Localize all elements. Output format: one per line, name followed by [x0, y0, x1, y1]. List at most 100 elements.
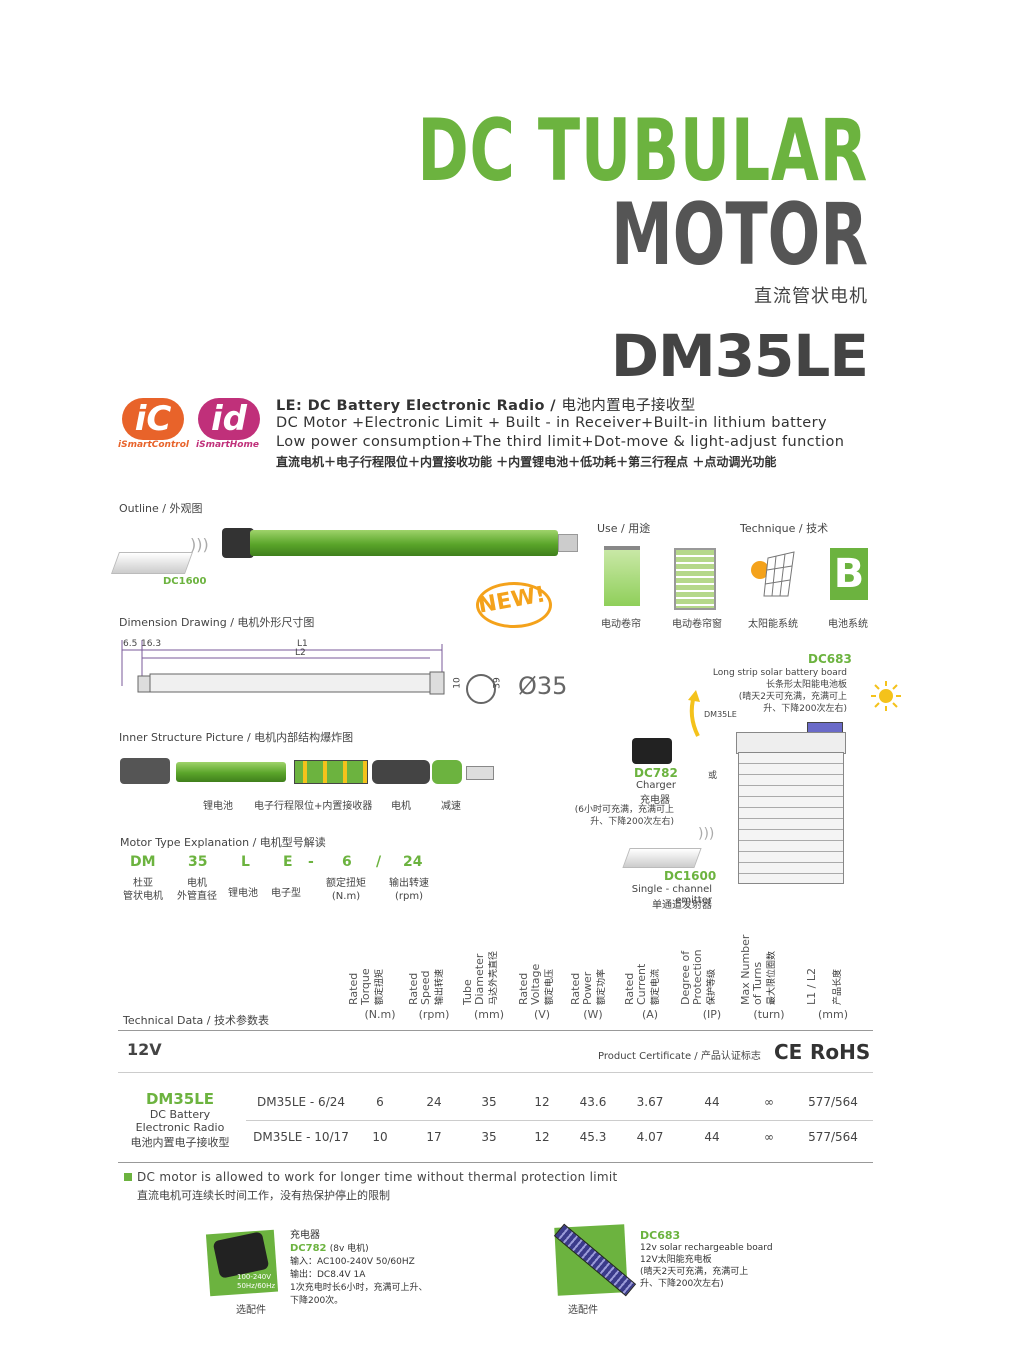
rule-top: [118, 1030, 873, 1031]
technique-label: Technique / 技术: [740, 522, 829, 535]
title-line1: DC TUBULAR: [417, 101, 868, 201]
tech-col-unit: (rpm): [418, 1008, 450, 1021]
part-reducer: 减速: [441, 801, 461, 812]
tech-col-unit: (N.m): [364, 1008, 396, 1021]
tech-col-unit: (IP): [702, 1008, 722, 1021]
note-en: DC motor is allowed to work for longer t…: [124, 1170, 617, 1184]
charger-option: 选配件: [236, 1305, 266, 1316]
note-cn: 直流电机可连续长时间工作，没有热保护停止的限制: [137, 1189, 390, 1202]
dc1600-en: Single - channel emitter: [631, 884, 712, 906]
dimension-label: Dimension Drawing / 电机外形尺寸图: [119, 616, 315, 629]
roller-blind-icon: [604, 546, 640, 606]
dc782-en: Charger: [636, 780, 676, 791]
tech-cell: 35: [481, 1130, 497, 1144]
part-battery: 锂电池: [203, 801, 233, 812]
rule-mid: [118, 1072, 873, 1073]
tech-cell: 12: [534, 1130, 550, 1144]
dc782-cn: 充电器: [640, 795, 670, 806]
remote-image: [110, 552, 194, 574]
tech-col-unit: (A): [641, 1008, 659, 1021]
solar-panel-icon: [746, 550, 796, 600]
dim-h2: 39: [492, 677, 503, 689]
battery-part: [176, 762, 286, 782]
dim-l1: L1: [297, 639, 308, 649]
gearbox-part: [432, 760, 462, 784]
or-label: 或: [708, 771, 718, 781]
shutter-image: [738, 752, 844, 884]
tech-cell: 35: [481, 1095, 497, 1109]
cert-label: Product Certificate / 产品认证标志: [598, 1051, 761, 1062]
diameter-label: Ø35: [518, 672, 568, 700]
group-cell: DM35LE DC Battery Electronic Radio 电池内置电…: [130, 1090, 230, 1149]
tech-item-battery: 电池系统: [828, 619, 868, 630]
type-code-row: DM 35 L E - 6 / 24: [130, 854, 423, 870]
battery-icon: B: [830, 548, 868, 600]
bullet-icon: [124, 1173, 132, 1181]
tech-cell: 44: [704, 1095, 720, 1109]
dim-d2: 16.3: [141, 639, 162, 649]
inner-label: Inner Structure Picture / 电机内部结构爆炸图: [119, 731, 354, 744]
dim-l2: L2: [295, 648, 306, 658]
type-meaning-l: 锂电池: [228, 888, 258, 899]
rule-row: [246, 1120, 873, 1121]
tech-row-model: DM35LE - 10/17: [253, 1130, 349, 1144]
intro-line1: LE: DC Battery Electronic Radio / 电池内置电子…: [276, 398, 696, 414]
limit-receiver-part: [294, 760, 368, 784]
tech-col-unit: (mm): [473, 1008, 504, 1021]
intro-line2: DC Motor +Electronic Limit + Built - in …: [276, 415, 827, 431]
motor-tube-image: [250, 530, 558, 556]
part-motor: 电机: [391, 801, 411, 812]
charger-plug-label: 100-240V 50Hz/60Hz: [237, 1273, 276, 1290]
use-item-roller-shutter: 电动卷帘窗: [672, 619, 722, 630]
dc683-desc: Long strip solar battery board 长条形太阳能电池板…: [712, 668, 847, 714]
remote-label: DC1600: [163, 576, 207, 587]
solar-option: 选配件: [568, 1305, 598, 1316]
tech-cell: 577/564: [808, 1095, 858, 1109]
type-meaning-e: 电子型: [271, 888, 301, 899]
tech-cell: 4.07: [636, 1130, 664, 1144]
intro-line4: 直流电机＋电子行程限位＋内置接收功能 ＋内置锂电池＋低功耗＋第三行程点 ＋点动调…: [276, 455, 777, 469]
motor-end: [558, 534, 578, 552]
dimension-drawing: [120, 636, 520, 706]
end-view-drawing: [466, 674, 496, 704]
tech-cell: 10: [372, 1130, 388, 1144]
dc782-desc: (6小时可充满，充满可上 升、下降200次左右): [574, 805, 674, 827]
tech-row-model: DM35LE - 6/24: [256, 1095, 346, 1109]
motor-head-part: [120, 758, 170, 784]
tech-cell: ∞: [764, 1130, 774, 1144]
type-meaning-35: 电机 外管直径: [177, 878, 217, 902]
cloud-icon: id: [198, 398, 260, 440]
charger-accessory-desc: 充电器 DC782 (8v 电机) 输入：AC100-240V 50/60HZ …: [290, 1230, 428, 1306]
tech-item-solar: 太阳能系统: [748, 619, 798, 630]
tech-cell: 45.3: [579, 1130, 607, 1144]
tech-cell: 44: [704, 1130, 720, 1144]
sun-icon: [870, 680, 902, 712]
tech-col-unit: (W): [583, 1008, 603, 1021]
arrow-up-icon: [684, 690, 708, 738]
tech-cell: 3.67: [636, 1095, 664, 1109]
cloud-icon: iC: [122, 398, 184, 440]
dc1600-label: DC1600: [664, 869, 717, 883]
intro-line3: Low power consumption+The third limit+Do…: [276, 434, 845, 450]
tech-cell: 12: [534, 1095, 550, 1109]
motor-part: [372, 760, 430, 784]
tech-cell: 577/564: [808, 1130, 858, 1144]
dc782-label: DC782: [634, 766, 678, 780]
title-line2: MOTOR: [611, 185, 868, 285]
tech-col-unit: (mm): [817, 1008, 848, 1021]
tech-cell: 6: [376, 1095, 384, 1109]
type-meaning-torque: 额定扭矩 (N.m): [326, 878, 366, 902]
use-item-roller-blind: 电动卷帘: [601, 619, 641, 630]
title-cn: 直流管状电机: [754, 286, 868, 307]
new-badge-ring: [476, 582, 552, 628]
motor-tag: DM35LE: [704, 710, 737, 719]
solar-accessory-desc: DC683 12v solar rechargeable board 12V太阳…: [640, 1229, 773, 1290]
tech-cell: 24: [426, 1095, 442, 1109]
